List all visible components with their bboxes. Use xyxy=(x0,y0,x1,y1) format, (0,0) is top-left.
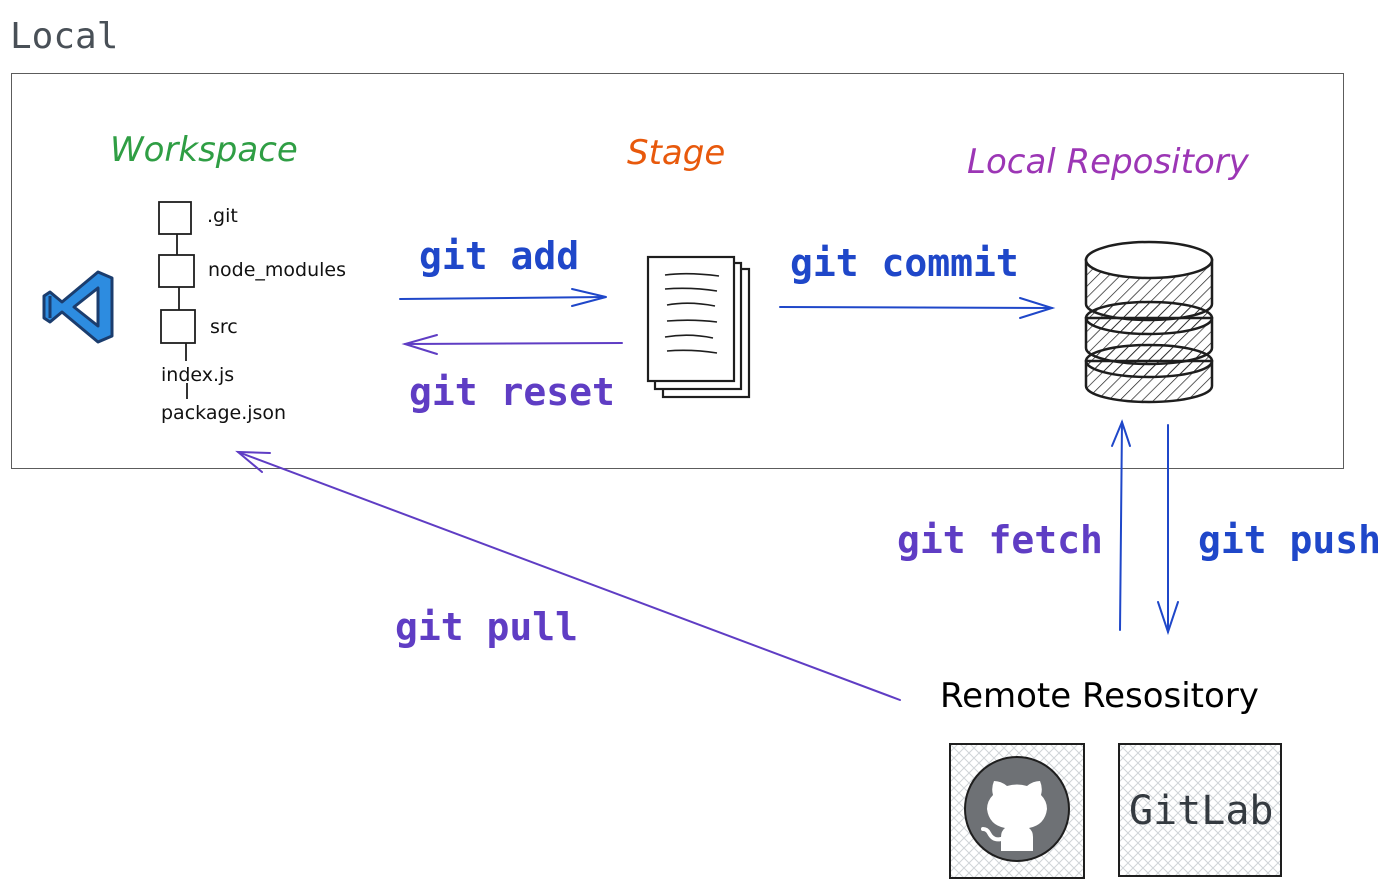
git-add-arrow xyxy=(399,288,607,307)
file-item-src: src xyxy=(210,316,238,338)
git-pull-label: git pull xyxy=(395,605,579,649)
local-container xyxy=(11,73,1344,469)
vscode-icon xyxy=(42,270,114,344)
git-push-arrow xyxy=(1157,424,1179,636)
git-commit-arrow xyxy=(779,297,1056,319)
file-tree-lines xyxy=(158,201,196,399)
file-item-index-js: index.js xyxy=(161,364,235,386)
gitlab-label: GitLab xyxy=(1129,788,1274,834)
git-reset-arrow xyxy=(401,334,623,355)
folder-box-src xyxy=(160,309,196,344)
git-fetch-arrow xyxy=(1111,419,1131,631)
file-item-git: .git xyxy=(207,205,238,227)
local-title: Local xyxy=(10,16,119,57)
github-icon xyxy=(964,756,1070,862)
file-item-package-json: package.json xyxy=(161,402,287,424)
github-tile xyxy=(949,743,1085,879)
git-reset-label: git reset xyxy=(409,370,615,414)
git-fetch-label: git fetch xyxy=(897,518,1103,562)
git-push-label: git push xyxy=(1198,518,1382,562)
folder-box-git xyxy=(158,201,192,235)
documents-icon xyxy=(646,255,751,399)
remote-repository-title: Remote Resository xyxy=(940,676,1259,716)
git-pull-arrow xyxy=(235,450,901,701)
local-repository-title: Local Repository xyxy=(967,142,1249,182)
stage-title: Stage xyxy=(627,133,726,173)
git-commit-label: git commit xyxy=(790,241,1019,285)
database-icon xyxy=(1084,240,1214,404)
file-item-node-modules: node_modules xyxy=(208,259,347,281)
git-add-label: git add xyxy=(419,234,580,278)
workspace-title: Workspace xyxy=(110,130,298,170)
gitlab-tile xyxy=(1118,743,1282,877)
